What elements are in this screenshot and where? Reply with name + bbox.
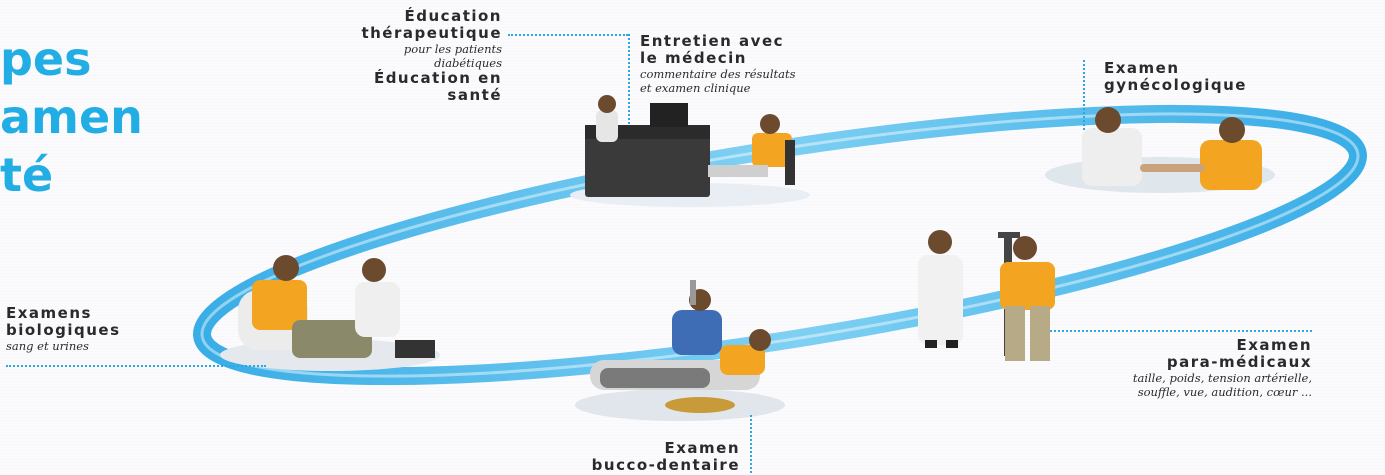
biologiques-title-1: Examens <box>6 305 246 322</box>
entretien-sub-1: commentaire des résultats <box>640 67 920 81</box>
label-gynecologique: Examen gynécologique <box>1104 60 1374 94</box>
education-title-3: Éducation en <box>240 70 502 87</box>
doctor-office-illustration <box>570 95 810 207</box>
label-biologiques: Examens biologiques sang et urines <box>6 305 246 353</box>
paramedicaux-title-2: para-médicaux <box>980 354 1312 371</box>
connector-biologiques <box>6 365 266 367</box>
entretien-sub-2: et examen clinique <box>640 81 920 95</box>
paramedicaux-sub-1: taille, poids, tension artérielle, <box>980 371 1312 385</box>
connector-entretien <box>628 34 630 124</box>
education-title-4: santé <box>240 87 502 104</box>
education-sub-1: pour les patients <box>240 42 502 56</box>
label-bucco-dentaire: Examen bucco-dentaire <box>440 440 740 474</box>
entretien-title-2: le médecin <box>640 50 920 67</box>
dentaire-title-1: Examen <box>440 440 740 457</box>
biologiques-sub-1: sang et urines <box>6 339 246 353</box>
gyneco-title-2: gynécologique <box>1104 77 1374 94</box>
entretien-title-1: Entretien avec <box>640 33 920 50</box>
blood-test-illustration <box>220 255 440 371</box>
paramedicaux-sub-2: souffle, vue, audition, cœur ... <box>980 385 1312 399</box>
connector-paramedicaux <box>1050 330 1312 332</box>
paramedicaux-title-1: Examen <box>980 337 1312 354</box>
gyneco-title-1: Examen <box>1104 60 1374 77</box>
education-title-1: Éducation <box>240 8 502 25</box>
dentaire-title-2: bucco-dentaire <box>440 457 740 474</box>
education-title-2: thérapeutique <box>240 25 502 42</box>
dentist-illustration <box>575 280 785 421</box>
biologiques-title-2: biologiques <box>6 322 246 339</box>
connector-dentaire <box>750 415 752 473</box>
education-sub-2: diabétiques <box>240 56 502 70</box>
connector-gyneco <box>1083 60 1085 130</box>
label-paramedicaux: Examen para-médicaux taille, poids, tens… <box>980 337 1312 399</box>
label-entretien: Entretien avec le médecin commentaire de… <box>640 33 920 95</box>
label-education: Éducation thérapeutique pour les patient… <box>240 8 502 104</box>
connector-education <box>508 34 628 36</box>
